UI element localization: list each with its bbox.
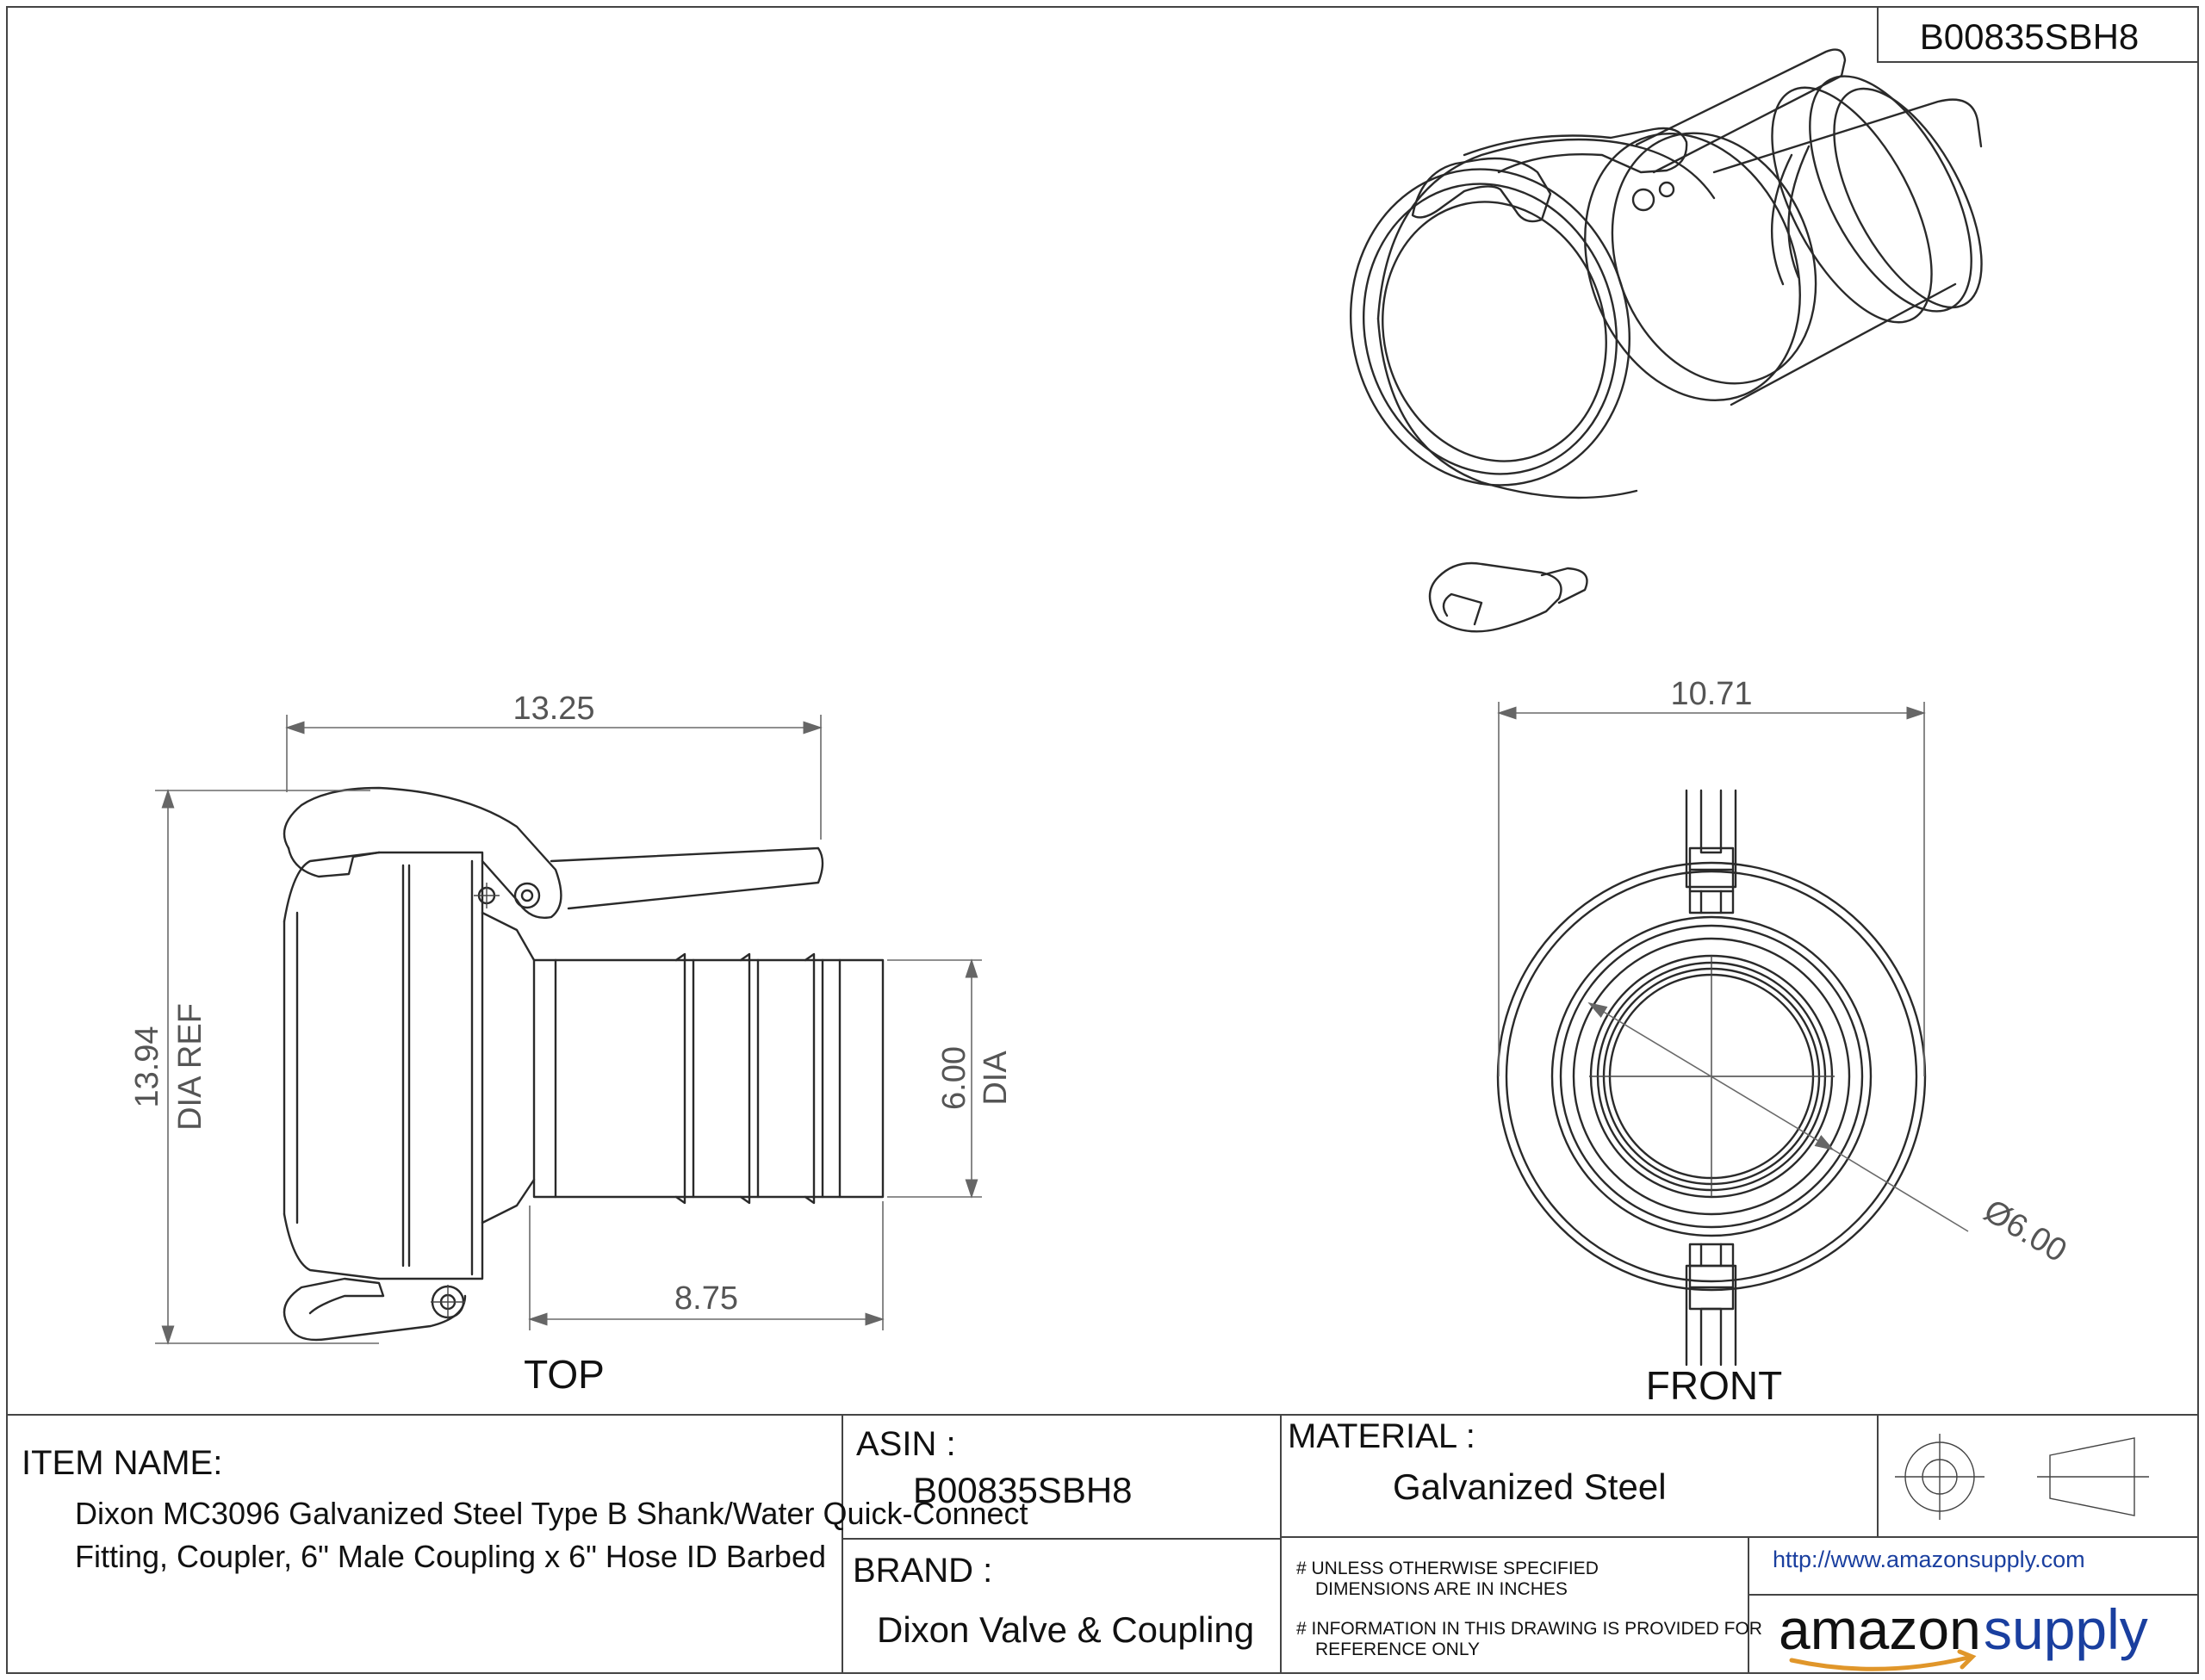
item-name-line2: Fitting, Coupler, 6" Male Coupling x 6" … [75, 1539, 826, 1574]
logo-smile-icon [1789, 1655, 1971, 1671]
front-view-title: FRONT [1646, 1363, 1782, 1408]
dim-shank-length: 8.75 [674, 1280, 738, 1317]
material-value: Galvanized Steel [1393, 1466, 1667, 1507]
front-view-dimensions: 10.71 Ø6.00 [1497, 676, 2072, 1269]
item-name-line1: Dixon MC3096 Galvanized Steel Type B Sha… [75, 1496, 1028, 1531]
header-part-number-box: B00835SBH8 [1877, 7, 2198, 63]
note-reference-line2: REFERENCE ONLY [1315, 1640, 1480, 1659]
sheet-border [6, 6, 2199, 1674]
top-view-dimensions: 13.25 13.94 DIA REF 6.00 DIA 8.75 [129, 691, 1014, 1345]
front-view [1496, 789, 1927, 1367]
top-view-title: TOP [524, 1352, 605, 1397]
dim-overall-length: 13.25 [512, 691, 594, 727]
title-block: ITEM NAME: Dixon MC3096 Galvanized Steel… [7, 1414, 2198, 1673]
dim-hose-dia: 6.00 [936, 1046, 972, 1110]
logo-word-supply: supply [1984, 1597, 2148, 1661]
isometric-view [1350, 48, 1983, 633]
amazonsupply-logo: amazon supply [1779, 1597, 2148, 1671]
dim-coupling-dia: 13.94 [129, 1026, 165, 1107]
material-label: MATERIAL : [1288, 1417, 1475, 1455]
note-reference-line1: # INFORMATION IN THIS DRAWING IS PROVIDE… [1296, 1619, 1762, 1639]
note-dimensions-line2: DIMENSIONS ARE IN INCHES [1315, 1579, 1568, 1599]
asin-label: ASIN : [856, 1425, 956, 1463]
top-view [283, 786, 885, 1342]
logo-word-amazon: amazon [1779, 1597, 1981, 1661]
projection-symbol-icon [1895, 1434, 2149, 1520]
dim-front-bore: Ø6.00 [1978, 1193, 2072, 1269]
asin-value: B00835SBH8 [913, 1470, 1133, 1510]
dim-coupling-dia-note: DIA REF [172, 1003, 208, 1131]
header-part-number: B00835SBH8 [1920, 16, 2140, 57]
note-dimensions-line1: # UNLESS OTHERWISE SPECIFIED [1296, 1559, 1599, 1578]
brand-label: BRAND : [853, 1552, 992, 1590]
item-name-label: ITEM NAME: [22, 1444, 222, 1482]
dim-hose-dia-note: DIA [978, 1051, 1014, 1106]
supplier-url-link[interactable]: http://www.amazonsupply.com [1773, 1547, 2085, 1572]
brand-value: Dixon Valve & Coupling [877, 1609, 1254, 1650]
dim-front-width: 10.71 [1670, 676, 1752, 712]
